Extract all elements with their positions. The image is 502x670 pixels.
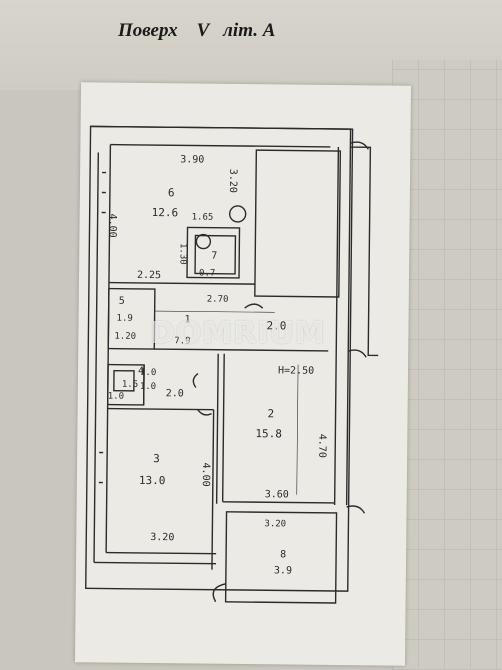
dimension-label: 1.0 <box>139 367 157 379</box>
room-5-area: 1.9 <box>116 313 133 324</box>
dimension-label: H=2.50 <box>277 365 315 377</box>
right-wall-outer <box>345 147 352 506</box>
room4-inner <box>113 369 135 392</box>
room-3-area: 13.0 <box>138 473 166 488</box>
room-7-area: 0.7 <box>198 268 216 279</box>
dimension-label: 1.30 <box>177 242 188 265</box>
corridor-wall-2 <box>215 353 219 504</box>
dimension-label: 4.00 <box>199 462 212 487</box>
stair-block <box>254 149 342 298</box>
room-8-number: 8 <box>280 549 287 561</box>
wall-room2-left <box>221 353 225 502</box>
floor-plan-drawing <box>85 125 379 604</box>
dimension-label: 1.0 <box>139 381 157 393</box>
room-6-number: 6 <box>167 186 175 200</box>
dimension-label: 3.20 <box>226 168 239 193</box>
dim-line-corridor <box>154 310 275 313</box>
dimension-label: 2.70 <box>206 294 229 305</box>
right-wall-inner <box>333 146 340 505</box>
page-title: Поверх V літ. А <box>118 20 276 41</box>
toilet-icon <box>195 233 212 250</box>
wall-room3-right <box>211 409 215 570</box>
bottom-wall <box>106 551 217 555</box>
dimension-label: 1.20 <box>114 331 137 342</box>
corridor-wall-1 <box>154 348 329 352</box>
room7-inner <box>194 234 237 275</box>
dimension-label: 3.60 <box>264 489 289 501</box>
dimension-label: 1.65 <box>191 212 214 223</box>
door-arc-2 <box>192 372 199 388</box>
bottom-wall-outer <box>94 561 217 565</box>
room-8-area: 3.9 <box>273 565 293 577</box>
dimension-label: 4.70 <box>316 433 328 458</box>
room-6-area: 12.6 <box>151 206 179 220</box>
outer-wall-frame <box>85 125 354 592</box>
sink-icon <box>228 205 247 223</box>
floor-plan-sheet: 6 12.6 7 0.7 5 1.9 1 7.9 4 1.5 2 15.8 3 … <box>74 82 412 666</box>
dimension-label: 2.0 <box>165 388 184 400</box>
balcony-box <box>224 511 338 604</box>
dimension-label: 3.20 <box>264 519 287 530</box>
wall-room6-bottom <box>108 281 255 285</box>
dimension-label: 3.90 <box>180 154 205 166</box>
dimension-label: 3.20 <box>150 532 175 544</box>
wall-room2-bottom <box>222 501 335 504</box>
dimension-label: 1.0 <box>107 391 125 402</box>
room-2-area: 15.8 <box>255 427 282 441</box>
wall-notch-low <box>346 505 366 514</box>
wall-notch-mid <box>348 349 367 358</box>
left-wall-outer <box>93 152 100 563</box>
room-5-number: 5 <box>118 295 125 307</box>
room-7-number: 7 <box>211 250 218 262</box>
wall-notch-top <box>350 141 369 150</box>
dimension-label: 4.00 <box>106 213 118 238</box>
wall-room3-top <box>107 407 214 411</box>
room5-box <box>107 287 156 350</box>
door-arc-1 <box>244 303 264 309</box>
room-3-number: 3 <box>153 452 160 466</box>
balcony-door-arc <box>212 583 226 603</box>
watermark: DOMRIUM <box>150 316 326 351</box>
dim-line-top <box>110 144 257 147</box>
room-4-area: 1.5 <box>121 379 139 390</box>
room7-box <box>186 226 241 279</box>
dimension-label: 2.25 <box>136 269 162 282</box>
background-grid-paper <box>392 60 502 670</box>
dim-line-room2 <box>296 364 299 495</box>
room-2-number: 2 <box>267 407 275 421</box>
door-arc-3 <box>197 409 212 416</box>
